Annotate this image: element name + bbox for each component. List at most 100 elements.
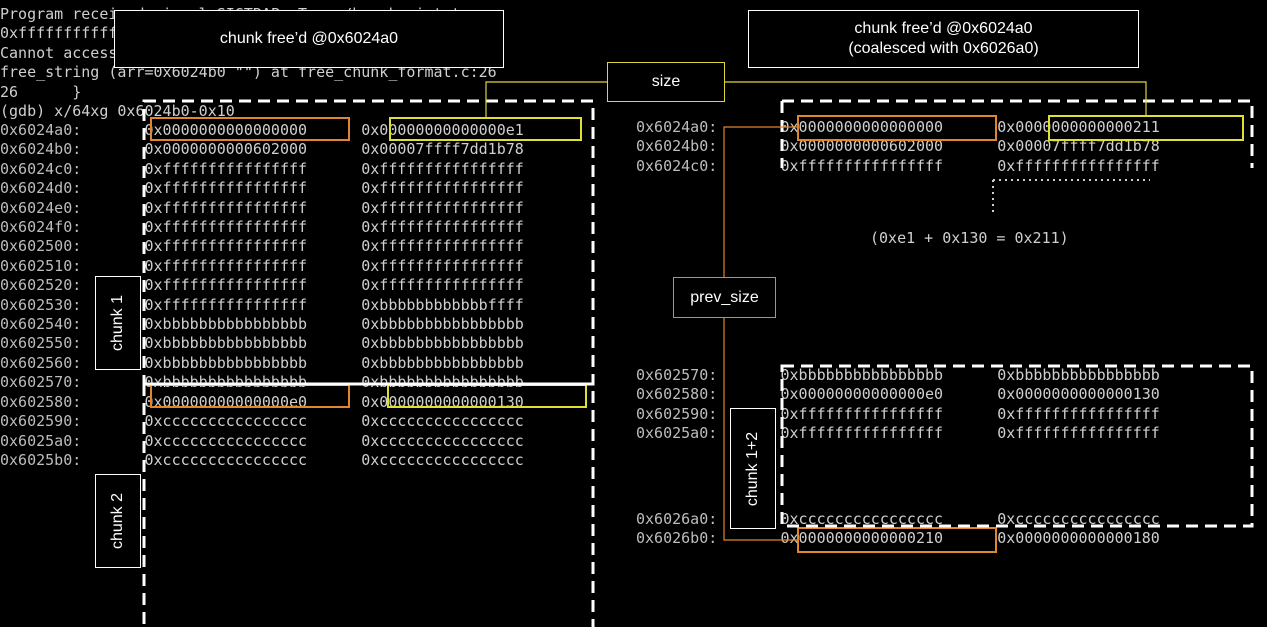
memory-word: 0xbbbbbbbbbbbbbbbb	[361, 334, 524, 353]
memory-row: 0x6025a0: 0xffffffffffffffff 0xfffffffff…	[636, 424, 1160, 443]
memory-address: 0x602500:	[0, 237, 82, 256]
memory-word: 0xcccccccccccccccc	[144, 412, 308, 431]
memory-word: 0x0000000000000130	[997, 385, 1160, 404]
memory-word: 0xffffffffffffffff	[144, 179, 308, 198]
memory-word: 0xbbbbbbbbbbbbbbbb	[144, 373, 308, 392]
right-memory-dump-mid: 0x602570: 0xbbbbbbbbbbbbbbbb 0xbbbbbbbbb…	[636, 366, 1160, 444]
memory-address: 0x6024c0:	[0, 159, 82, 178]
memory-row: 0x602500: 0xffffffffffffffff 0xfffffffff…	[0, 237, 524, 256]
memory-word: 0xffffffffffffffff	[997, 404, 1160, 423]
memory-word: 0xcccccccccccccccc	[997, 510, 1160, 528]
memory-word: 0xffffffffffffffff	[780, 156, 944, 175]
memory-address: 0x6024b0:	[0, 140, 82, 159]
memory-row: 0x6025a0: 0xcccccccccccccccc 0xccccccccc…	[0, 432, 524, 451]
chunk1-label: chunk 1	[95, 276, 141, 370]
memory-row: 0x602590: 0xcccccccccccccccc 0xccccccccc…	[0, 412, 524, 431]
memory-row: 0x6024c0: 0xffffffffffffffff 0xfffffffff…	[0, 160, 524, 179]
memory-address: 0x6024a0:	[0, 121, 82, 139]
memory-word: 0x0000000000602000	[144, 140, 308, 159]
memory-word: 0xbbbbbbbbbbbbbbbb	[780, 366, 944, 384]
memory-word: 0xffffffffffffffff	[144, 256, 308, 275]
memory-row: 0x6024c0: 0xffffffffffffffff 0xfffffffff…	[636, 157, 1160, 176]
memory-word: 0x0000000000000000	[780, 118, 944, 136]
memory-word: 0xbbbbbbbbbbbbbbbb	[997, 366, 1160, 384]
memory-address: 0x6024c0:	[636, 156, 718, 175]
memory-address: 0x602590:	[636, 404, 718, 423]
memory-word: 0xcccccccccccccccc	[780, 510, 944, 528]
right-title: chunk free’d @0x6024a0 (coalesced with 0…	[748, 10, 1139, 68]
memory-word: 0xbbbbbbbbbbbbffff	[361, 295, 524, 314]
memory-row: 0x6024b0: 0x0000000000602000 0x00007ffff…	[636, 137, 1160, 156]
memory-row: 0x6024d0: 0xffffffffffffffff 0xfffffffff…	[0, 179, 524, 198]
memory-row: 0x6024b0: 0x0000000000602000 0x00007ffff…	[0, 140, 524, 159]
memory-row: 0x6026a0: 0xcccccccccccccccc 0xccccccccc…	[636, 510, 1160, 529]
memory-row: 0x6024e0: 0xffffffffffffffff 0xfffffffff…	[0, 199, 524, 218]
memory-word: 0x0000000000000180	[997, 529, 1160, 548]
memory-word: 0xbbbbbbbbbbbbbbbb	[144, 334, 308, 353]
memory-word: 0xffffffffffffffff	[144, 276, 308, 295]
memory-word: 0xbbbbbbbbbbbbbbbb	[361, 315, 524, 334]
memory-address: 0x6024e0:	[0, 198, 82, 217]
memory-word: 0xbbbbbbbbbbbbbbbb	[361, 353, 524, 372]
right-memory-dump-top: 0x6024a0: 0x0000000000000000 0x000000000…	[636, 118, 1160, 176]
memory-word: 0xffffffffffffffff	[144, 295, 308, 314]
memory-word: 0xffffffffffffffff	[361, 179, 524, 198]
memory-row: 0x602570: 0xbbbbbbbbbbbbbbbb 0xbbbbbbbbb…	[0, 373, 524, 392]
memory-word: 0xffffffffffffffff	[361, 256, 524, 275]
memory-row: 0x6025b0: 0xcccccccccccccccc 0xccccccccc…	[0, 451, 524, 470]
memory-word: 0xffffffffffffffff	[361, 276, 524, 295]
memory-row: 0x602520: 0xffffffffffffffff 0xfffffffff…	[0, 276, 524, 295]
memory-word: 0xcccccccccccccccc	[361, 450, 524, 469]
memory-address: 0x6024d0:	[0, 179, 82, 198]
memory-address: 0x602560:	[0, 353, 82, 372]
terminal-line: 26 }	[0, 82, 82, 101]
memory-row: 0x602560: 0xbbbbbbbbbbbbbbbb 0xbbbbbbbbb…	[0, 354, 524, 373]
prev-size-highlight-right-bottom	[797, 527, 997, 553]
memory-row: 0x6024f0: 0xffffffffffffffff 0xfffffffff…	[0, 218, 524, 237]
memory-row: 0x6024a0: 0x0000000000000000 0x000000000…	[636, 118, 1160, 137]
memory-word: 0xffffffffffffffff	[361, 237, 524, 256]
memory-address: 0x602550:	[0, 334, 82, 353]
memory-address: 0x6026a0:	[636, 510, 718, 528]
memory-address: 0x6025a0:	[0, 431, 82, 450]
memory-word: 0x0000000000000210	[780, 529, 944, 548]
memory-address: 0x6025a0:	[636, 424, 718, 443]
memory-row: 0x6026b0: 0x0000000000000210 0x000000000…	[636, 529, 1160, 548]
memory-word: 0xcccccccccccccccc	[361, 431, 524, 450]
size-formula: (0xe1 + 0x130 = 0x211)	[870, 229, 1069, 247]
size-label: size	[607, 62, 725, 102]
memory-word: 0xffffffffffffffff	[361, 198, 524, 217]
memory-word: 0x0000000000000000	[144, 121, 308, 139]
left-memory-dump: 0x6024a0: 0x0000000000000000 0x000000000…	[0, 121, 524, 470]
memory-word: 0x0000000000000211	[997, 118, 1160, 136]
memory-address: 0x6026b0:	[636, 529, 718, 548]
memory-row: 0x602580: 0x00000000000000e0 0x000000000…	[636, 385, 1160, 404]
memory-row: 0x602550: 0xbbbbbbbbbbbbbbbb 0xbbbbbbbbb…	[0, 334, 524, 353]
memory-word: 0xbbbbbbbbbbbbbbbb	[144, 315, 308, 334]
memory-address: 0x602570:	[0, 373, 82, 392]
memory-word: 0xffffffffffffffff	[361, 159, 524, 178]
memory-word: 0xbbbbbbbbbbbbbbbb	[144, 353, 308, 372]
memory-word: 0xcccccccccccccccc	[361, 412, 524, 431]
memory-row: 0x6024a0: 0x0000000000000000 0x000000000…	[0, 121, 524, 140]
memory-word: 0xffffffffffffffff	[144, 159, 308, 178]
memory-address: 0x602580:	[0, 392, 82, 411]
memory-row: 0x602510: 0xffffffffffffffff 0xfffffffff…	[0, 257, 524, 276]
memory-address: 0x602540:	[0, 315, 82, 334]
size-highlight-left	[389, 117, 582, 141]
memory-row: 0x602530: 0xffffffffffffffff 0xbbbbbbbbb…	[0, 296, 524, 315]
left-title: chunk free’d @0x6024a0	[114, 10, 504, 68]
memory-word: 0x0000000000602000	[780, 137, 944, 156]
chunk12-label: chunk 1+2	[730, 408, 776, 529]
memory-word: 0xffffffffffffffff	[997, 424, 1160, 443]
memory-word: 0x00007ffff7dd1b78	[997, 137, 1160, 156]
prev-size-label: prev_size	[673, 277, 776, 318]
memory-word: 0xffffffffffffffff	[144, 237, 308, 256]
memory-row: 0x602570: 0xbbbbbbbbbbbbbbbb 0xbbbbbbbbb…	[636, 366, 1160, 385]
memory-address: 0x602510:	[0, 256, 82, 275]
memory-word: 0xffffffffffffffff	[144, 218, 308, 237]
memory-word: 0xcccccccccccccccc	[144, 431, 308, 450]
memory-address: 0x602570:	[636, 366, 718, 384]
memory-word: 0xffffffffffffffff	[144, 198, 308, 217]
